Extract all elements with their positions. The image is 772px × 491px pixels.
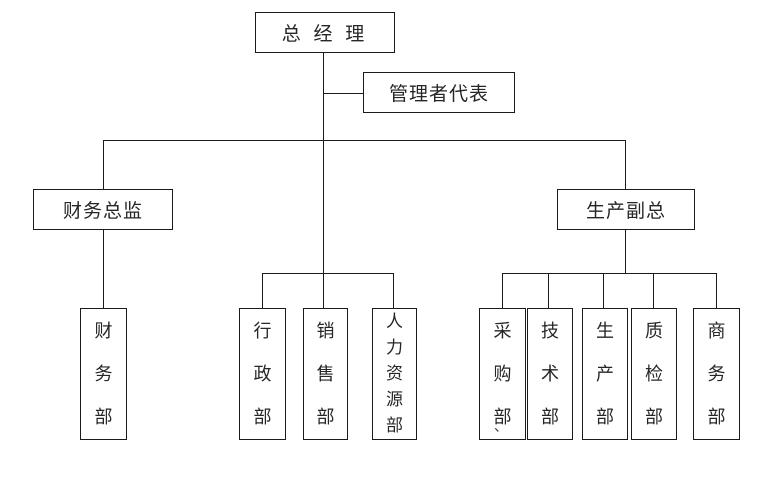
connector-drop-finance-director bbox=[103, 140, 104, 189]
node-dept-purchasing: 采购部 bbox=[479, 308, 526, 440]
connector-main-branch bbox=[103, 140, 626, 141]
node-dept-commerce-label: 商务部 bbox=[707, 320, 726, 427]
node-dept-finance-label: 财务部 bbox=[94, 320, 113, 427]
node-dept-tech-label: 技术部 bbox=[541, 320, 559, 427]
node-dept-admin-label: 行政部 bbox=[253, 320, 272, 427]
node-dept-commerce: 商务部 bbox=[693, 308, 740, 440]
node-dept-production: 生产部 bbox=[582, 308, 628, 440]
connector-finance-director-to-dept bbox=[103, 230, 104, 308]
node-dept-sales-label: 销售部 bbox=[316, 320, 335, 427]
node-finance-director-label: 财务总监 bbox=[62, 201, 143, 222]
node-general-manager: 总 经 理 bbox=[255, 12, 395, 53]
node-management-rep: 管理者代表 bbox=[363, 72, 515, 113]
connector-middle-group bbox=[262, 273, 394, 274]
connector-drop-commerce bbox=[716, 273, 717, 308]
connector-right-group bbox=[502, 273, 717, 274]
connector-drop-qc bbox=[653, 273, 654, 308]
node-dept-hr: 人力资源部 bbox=[372, 308, 417, 440]
connector-drop-purchasing bbox=[502, 273, 503, 308]
node-dept-qc-label: 质检部 bbox=[645, 320, 663, 427]
node-production-vp: 生产副总 bbox=[557, 189, 695, 230]
node-finance-director: 财务总监 bbox=[33, 189, 173, 230]
connector-center-vertical bbox=[323, 53, 324, 308]
node-dept-admin: 行政部 bbox=[239, 308, 286, 440]
connector-drop-production-dept bbox=[603, 273, 604, 308]
node-dept-purchasing-label: 采购部 bbox=[493, 320, 512, 427]
connector-production-vp-to-group bbox=[625, 230, 626, 273]
node-dept-hr-label: 人力资源部 bbox=[385, 312, 403, 435]
connector-to-management-rep bbox=[323, 93, 363, 94]
node-dept-sales: 销售部 bbox=[303, 308, 348, 440]
node-management-rep-label: 管理者代表 bbox=[388, 84, 489, 105]
connector-drop-hr bbox=[393, 273, 394, 308]
connector-drop-production-vp bbox=[625, 140, 626, 189]
node-dept-tech: 技术部 bbox=[527, 308, 573, 440]
node-dept-finance: 财务部 bbox=[80, 308, 127, 440]
node-dept-production-label: 生产部 bbox=[596, 320, 614, 427]
stray-punctuation-mark: 、 bbox=[494, 420, 508, 435]
connector-drop-admin bbox=[262, 273, 263, 308]
node-general-manager-label: 总 经 理 bbox=[281, 24, 369, 45]
connector-drop-tech bbox=[548, 273, 549, 308]
node-production-vp-label: 生产副总 bbox=[585, 201, 666, 222]
node-dept-qc: 质检部 bbox=[631, 308, 677, 440]
